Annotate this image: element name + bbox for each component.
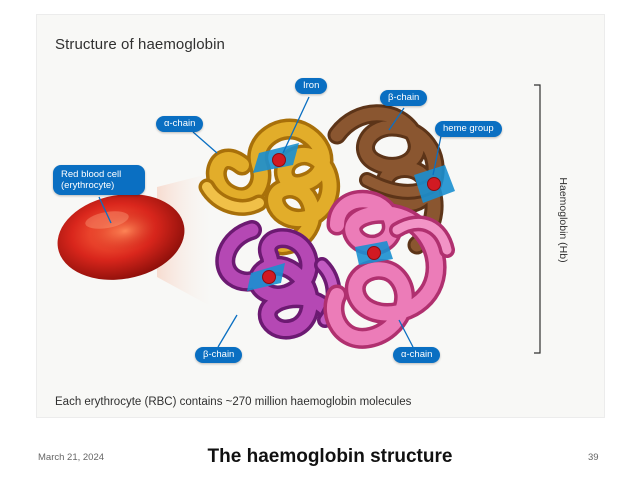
leader-alpha-bottom	[398, 319, 414, 348]
haemoglobin-figure: Structure of haemoglobin	[36, 14, 605, 418]
alpha-chain-top-shape	[198, 118, 341, 256]
leader-alpha-top	[192, 131, 218, 154]
heme-group-3	[247, 263, 285, 291]
label-alpha-chain-bottom: α-chain	[393, 347, 441, 363]
figure-title: Structure of haemoglobin	[55, 36, 225, 53]
alpha-chain-bottom-shape	[323, 189, 455, 349]
leader-iron	[282, 96, 310, 154]
haemoglobin-bracket	[534, 84, 541, 354]
label-beta-chain-bottom: β-chain	[195, 347, 243, 363]
leader-lines	[98, 96, 442, 348]
heme-group-4	[355, 241, 393, 265]
haemoglobin-bracket-label: Haemoglobin (Hb)	[557, 177, 569, 263]
red-blood-cell-shape	[57, 194, 185, 280]
label-heme-group: heme group	[435, 121, 502, 137]
figure-caption: Each erythrocyte (RBC) contains ~270 mil…	[55, 396, 412, 408]
label-red-blood-cell: Red blood cell (erythrocyte)	[53, 165, 145, 195]
label-beta-chain-top: β-chain	[380, 90, 428, 106]
leader-beta-bottom	[217, 314, 238, 348]
haemoglobin-illustration	[57, 84, 541, 354]
label-iron: Iron	[295, 78, 328, 94]
heme-group-2	[414, 165, 455, 203]
heme-group-1	[253, 143, 299, 173]
footer-date: March 21, 2024	[38, 452, 105, 463]
leader-beta-top	[388, 107, 405, 131]
slide-title: The haemoglobin structure	[207, 446, 453, 467]
leader-heme	[432, 135, 442, 176]
leader-rbc	[98, 196, 112, 224]
page-number: 39	[588, 452, 599, 463]
label-alpha-chain-top: α-chain	[156, 116, 204, 132]
